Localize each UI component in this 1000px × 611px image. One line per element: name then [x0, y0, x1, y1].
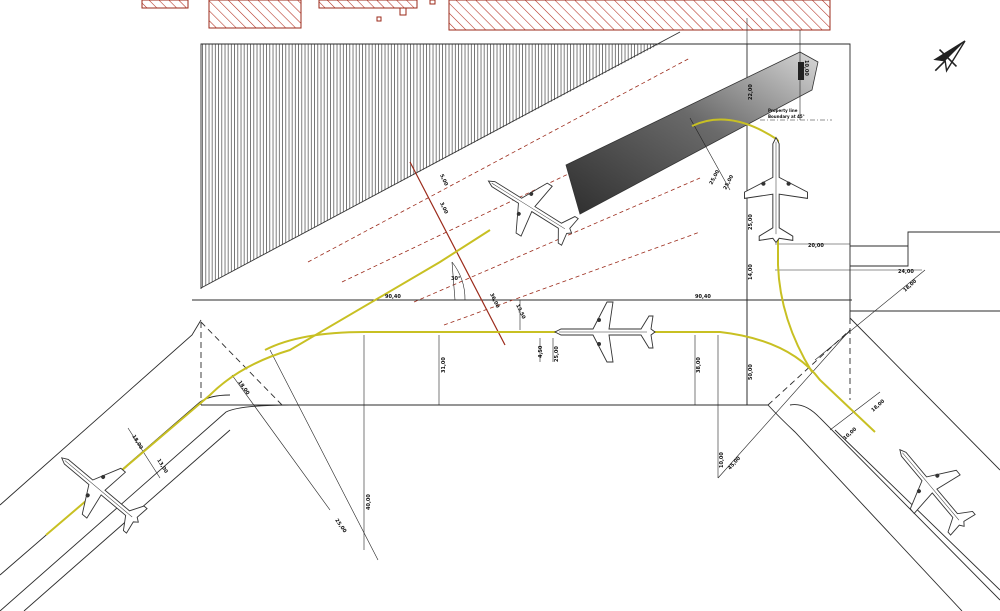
dim-label: 5,00	[438, 173, 449, 187]
dim-label: 40,00	[366, 494, 372, 510]
dim-label: 10,00	[719, 452, 725, 468]
dim-label: 90,40	[695, 294, 711, 300]
dim-label: 31,00	[441, 357, 447, 373]
dim-label: 30°	[451, 276, 461, 282]
dim-label: 4,50	[538, 345, 544, 358]
building-block-2	[208, 0, 302, 29]
building-block-4	[448, 0, 831, 31]
note-line-2: Boundary at 45°	[768, 114, 805, 119]
dim-label: 38,00	[696, 357, 702, 373]
dim-label: 25,00	[554, 346, 560, 362]
jet-blast-shadow	[565, 51, 819, 215]
dim-label: 25,00	[333, 518, 347, 535]
building-block-3	[318, 0, 436, 22]
dim-label: 45,00	[727, 455, 742, 471]
dim-label: 50,00	[748, 364, 754, 380]
dim-label: 14,00	[748, 264, 754, 280]
dim-label: 90,40	[385, 294, 401, 300]
dimension-lines	[127, 18, 926, 561]
dim-label: 3,00	[438, 201, 449, 215]
dim-label: 13,50	[514, 303, 526, 320]
dim-label: 25,00	[722, 174, 735, 191]
dim-label: 18,00	[236, 380, 250, 397]
taxi-centerline	[45, 118, 876, 536]
dim-label: 36,00	[488, 292, 500, 309]
dim-label: 24,00	[898, 269, 914, 275]
dim-label: 18,00	[902, 278, 918, 293]
dim-label: 20,00	[808, 243, 824, 249]
dim-label: 10,00	[842, 426, 858, 441]
dim-label: 25,00	[748, 214, 754, 230]
dim-label: 18,00	[870, 398, 886, 413]
dim-label: 25,00	[708, 169, 721, 186]
left-taxiway	[0, 319, 291, 611]
dim-label: 22,00	[748, 84, 754, 100]
note-line-1: Property line	[768, 108, 798, 113]
dim-label: 18,00	[130, 434, 144, 451]
property-note: Property line Boundary at 45°	[768, 108, 805, 119]
building-block-1	[141, 0, 189, 9]
dim-label: 10,00	[803, 60, 809, 76]
north-arrow-icon	[933, 40, 966, 73]
